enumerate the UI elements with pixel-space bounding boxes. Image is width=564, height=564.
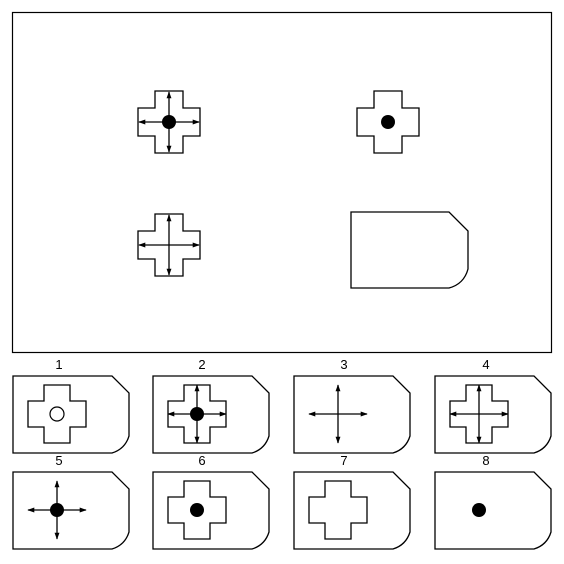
filled-dot — [50, 503, 64, 517]
cross-outline — [27, 384, 87, 444]
option-7 — [293, 471, 411, 550]
option-tab-shape — [12, 375, 130, 454]
filled-dot — [190, 407, 204, 421]
cross-outline — [449, 384, 509, 444]
option-label-6: 6 — [198, 453, 205, 468]
option-label-8: 8 — [482, 453, 489, 468]
cross-outline — [137, 213, 201, 277]
option-tab-shape — [12, 471, 130, 550]
option-2 — [152, 375, 270, 454]
answer-options — [12, 375, 552, 550]
option-label-1: 1 — [55, 357, 62, 372]
missing-cell-tab-shape — [350, 211, 469, 289]
matrix-cell-1 — [137, 90, 201, 154]
cross-outline — [137, 90, 201, 154]
option-label-5: 5 — [55, 453, 62, 468]
option-3 — [293, 375, 411, 454]
filled-dot — [162, 115, 176, 129]
cross-outline — [167, 480, 227, 540]
option-label-7: 7 — [340, 453, 347, 468]
matrix-frame — [11, 11, 553, 354]
option-tab-shape — [293, 471, 411, 550]
cross-outline — [167, 384, 227, 444]
hollow-dot — [49, 406, 65, 422]
filled-dot — [190, 503, 204, 517]
option-label-2: 2 — [198, 357, 205, 372]
option-4 — [434, 375, 552, 454]
option-6 — [152, 471, 270, 550]
option-tab-shape — [293, 375, 411, 454]
option-5 — [12, 471, 130, 550]
matrix-cell-3 — [137, 213, 201, 277]
filled-dot — [472, 503, 486, 517]
option-label-4: 4 — [482, 357, 489, 372]
matrix-grid — [137, 90, 469, 289]
matrix-cell-2 — [356, 90, 420, 154]
option-8 — [434, 471, 552, 550]
cross-outline — [356, 90, 420, 154]
option-label-3: 3 — [340, 357, 347, 372]
matrix-cell-4 — [350, 211, 469, 289]
option-tab-shape — [434, 471, 552, 550]
option-tab-shape — [152, 375, 270, 454]
filled-dot — [381, 115, 395, 129]
cross-outline — [308, 480, 368, 540]
option-tab-shape — [434, 375, 552, 454]
option-tab-shape — [152, 471, 270, 550]
option-1 — [12, 375, 130, 454]
